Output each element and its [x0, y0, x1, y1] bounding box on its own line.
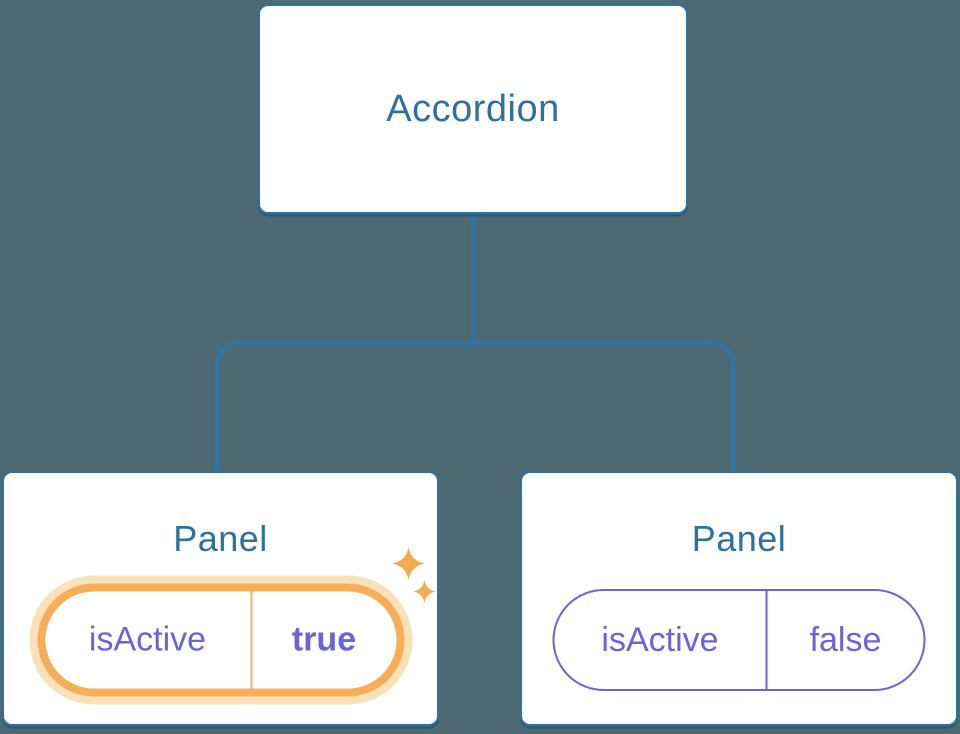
pill-divider — [250, 591, 252, 689]
prop-name-cell: isActive — [88, 620, 207, 659]
panel-title: Panel — [691, 518, 787, 559]
prop-value-cell: false — [809, 620, 882, 659]
pill-divider — [765, 591, 768, 689]
panel-node-active: Panel isActive true — [2, 471, 439, 726]
root-node-label: Accordion — [386, 87, 560, 130]
prop-pill-active-wrap: isActive true — [29, 575, 412, 705]
edge-branch — [214, 340, 736, 472]
prop-name-cell: isActive — [601, 620, 719, 659]
root-node-accordion: Accordion — [258, 4, 688, 214]
prop-pill-glow: isActive true — [29, 575, 412, 705]
panel-node-inactive: Panel isActive false — [520, 471, 958, 726]
panel-title: Panel — [173, 518, 268, 559]
prop-value-cell: true — [291, 620, 357, 659]
prop-pill-inactive-wrap: isActive false — [552, 589, 926, 691]
sparkle-icon — [392, 547, 425, 580]
prop-pill: isActive true — [37, 583, 404, 697]
sparkle-icon — [413, 580, 436, 603]
prop-pill: isActive false — [552, 589, 926, 691]
